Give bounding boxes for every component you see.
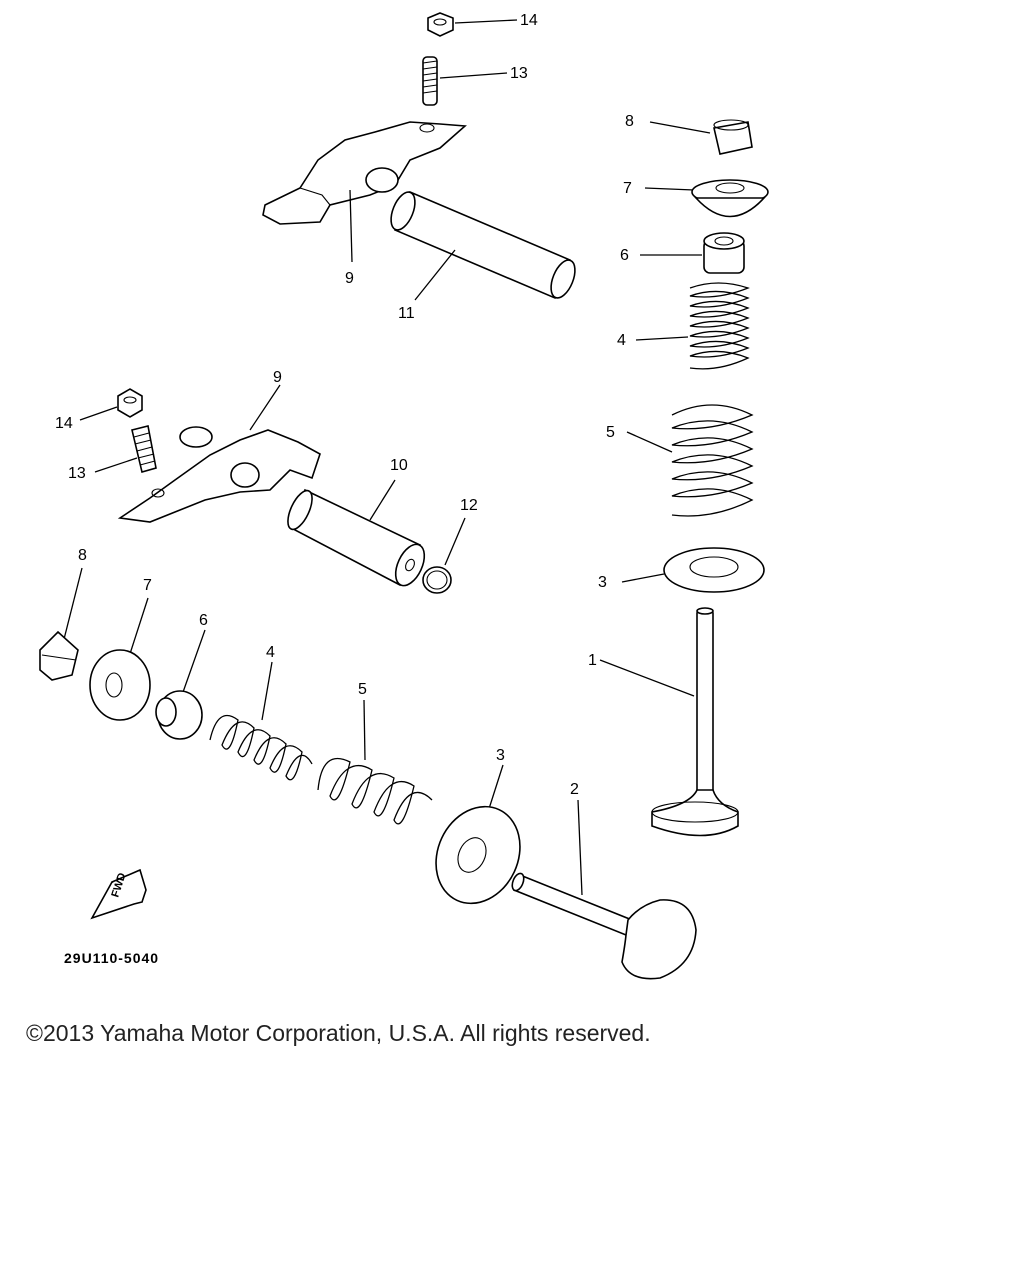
callout-5-left: 5 [358,681,367,698]
rocker-arm-left [117,426,321,523]
rocker-arm-top [262,121,467,225]
spring-seat-left [435,805,521,905]
callout-7-left: 7 [143,577,152,594]
callout-8-left: 8 [78,547,87,564]
callout-6-left: 6 [199,612,208,629]
valve-retainer-right [691,179,769,218]
callout-9-top: 9 [345,270,354,287]
inner-spring-right [689,282,750,370]
diagram-code: 29U110-5040 [64,950,159,966]
intake-valve [651,607,739,837]
callout-14-top: 14 [520,12,538,29]
callout-4-left: 4 [266,644,275,661]
spring-seat-right [663,547,765,593]
exhaust-valve [511,872,697,980]
outer-spring-left [317,757,433,825]
valve-cotter-right [713,119,753,155]
callout-4-right: 4 [617,332,626,349]
valve-train-exploded-diagram: 14 13 9 11 8 7 6 4 [39,12,769,980]
callout-3-left: 3 [496,747,505,764]
oil-seal-right [703,232,745,274]
oil-seal-left [155,690,203,740]
adjusting-screw-left [131,425,157,473]
callout-3-right: 3 [598,574,607,591]
copyright-notice: ©2013 Yamaha Motor Corporation, U.S.A. A… [26,1020,651,1046]
inner-spring-left [209,714,313,781]
callout-8-right: 8 [625,113,634,130]
callout-10: 10 [390,457,408,474]
callout-14-left: 14 [55,415,73,432]
rocker-shaft-upper [390,190,576,300]
rocker-shaft-lower [287,488,426,587]
callout-11: 11 [398,305,415,322]
callout-13-top: 13 [510,65,528,82]
valve-retainer-left [89,649,151,721]
callout-1: 1 [588,652,597,669]
callout-2: 2 [570,781,579,798]
fwd-arrow-icon: FWD [90,868,147,920]
valve-cotter-left [39,630,79,681]
callout-13-left: 13 [68,465,86,482]
callout-7-right: 7 [623,180,632,197]
callout-12: 12 [460,497,478,514]
nut-left [117,388,143,418]
adjusting-screw-top [422,56,438,106]
callout-5-right: 5 [606,424,615,441]
outer-spring-right [671,404,754,517]
callout-6-right: 6 [620,247,629,264]
nut-top [427,12,454,37]
o-ring [422,566,452,594]
callout-9-left: 9 [273,369,282,386]
